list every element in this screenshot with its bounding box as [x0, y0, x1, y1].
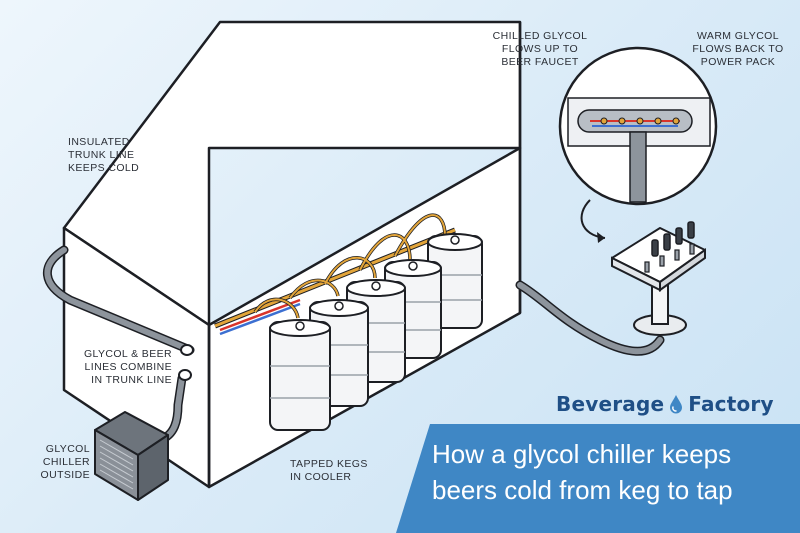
brand-logo: Beverage Factory — [556, 392, 774, 416]
zoom-detail — [558, 46, 718, 206]
label-lines-combine: GLYCOL & BEER LINES COMBINE IN TRUNK LIN… — [83, 348, 172, 386]
label-chiller-outside: GLYCOL CHILLER OUTSIDE — [40, 443, 90, 481]
label-warm-glycol: WARM GLYCOL FLOWS BACK TO POWER PACK — [692, 30, 784, 68]
draft-tower — [611, 221, 706, 336]
wall-port-upper — [180, 344, 194, 356]
label-tapped-kegs: TAPPED KEGS IN COOLER — [290, 458, 368, 483]
wall-port-lower — [178, 369, 192, 381]
water-drop-icon — [670, 395, 683, 414]
glycol-line-red — [219, 298, 301, 332]
tap-handles — [651, 221, 695, 257]
label-chilled-glycol: CHILLED GLYCOL FLOWS UP TO BEER FAUCET — [492, 30, 588, 68]
headline-banner — [396, 424, 800, 533]
keg-1 — [269, 319, 331, 431]
zoom-arrow — [580, 199, 606, 239]
glycol-line-blue — [219, 302, 301, 336]
glycol-chiller-unit — [94, 411, 169, 501]
label-trunk-line: INSULATED TRUNK LINE KEEPS COLD — [68, 136, 140, 174]
brand-name-left: Beverage — [556, 392, 665, 416]
brand-name-right: Factory — [688, 392, 774, 416]
headline-text: How a glycol chiller keeps beers cold fr… — [432, 439, 733, 505]
